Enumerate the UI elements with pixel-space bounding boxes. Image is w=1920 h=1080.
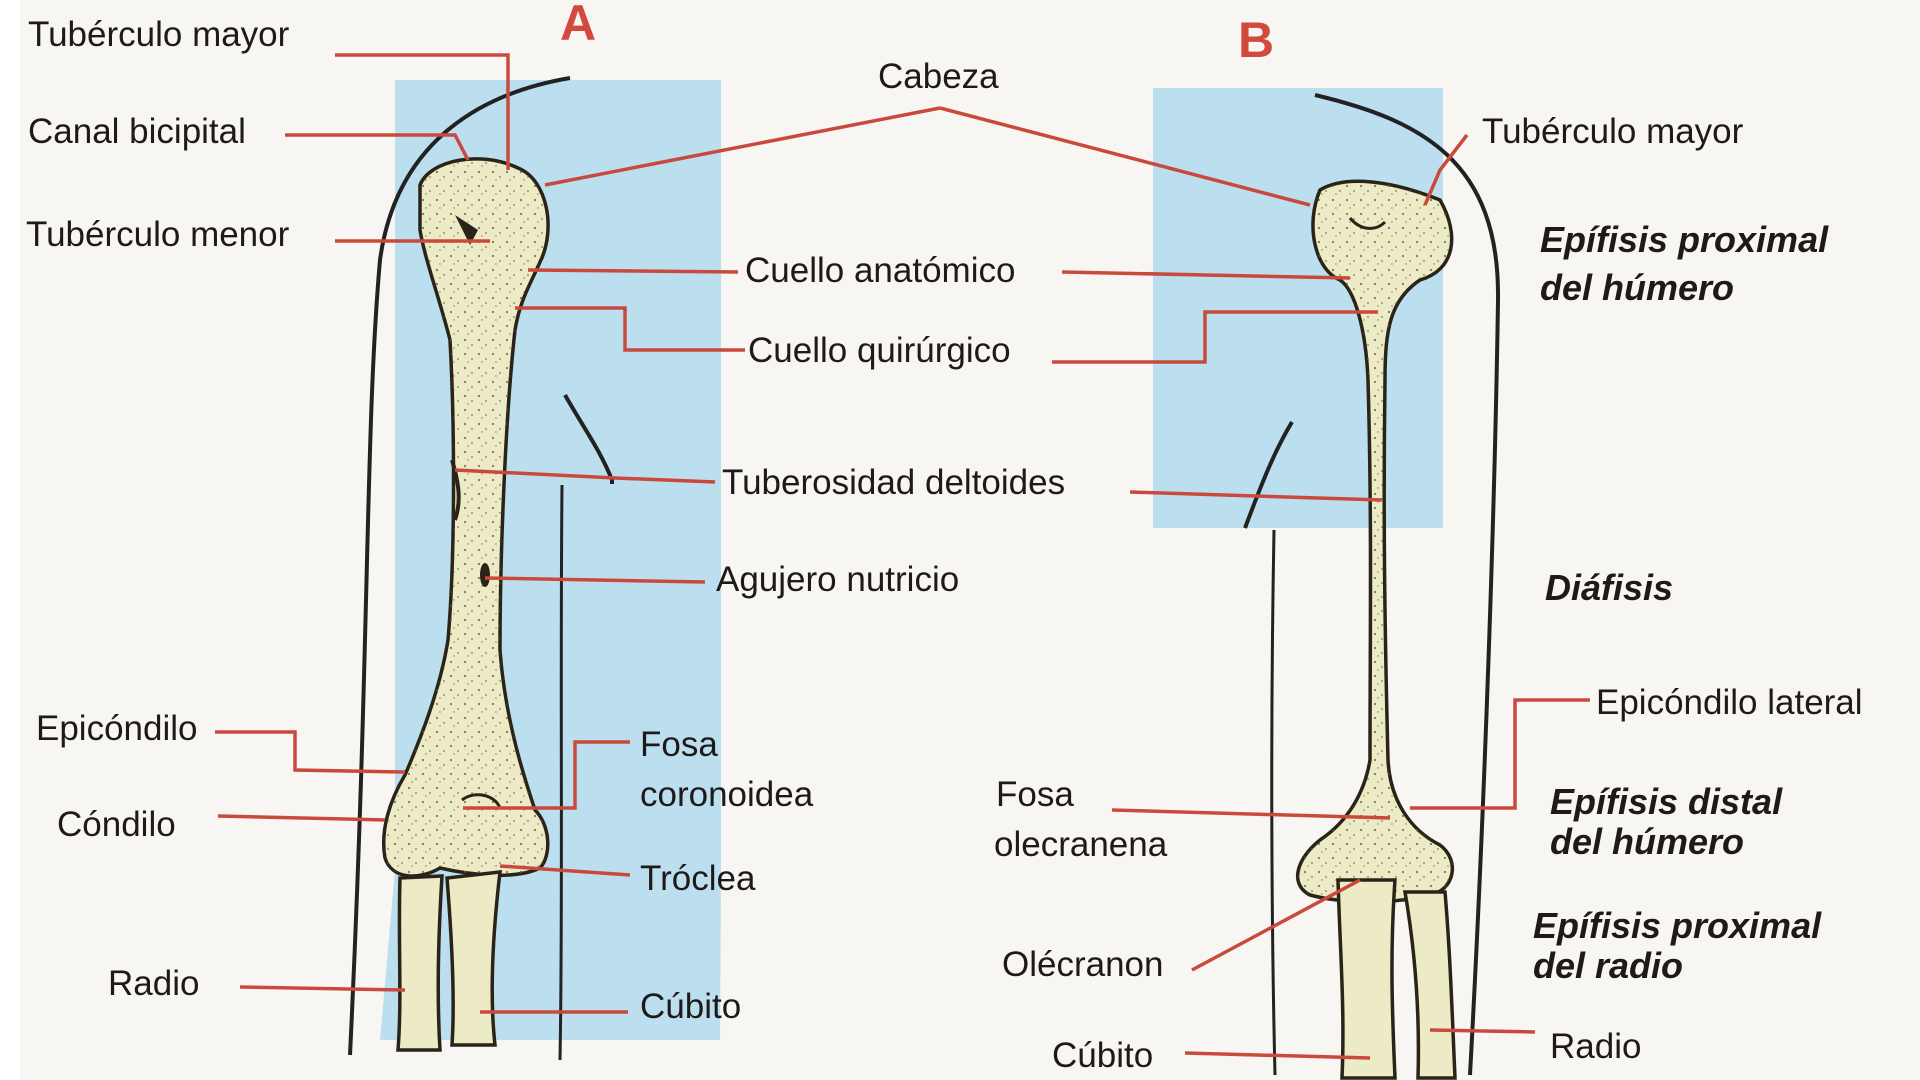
leader-cabeza-a (544, 106, 941, 187)
region-epifisis-proximal-humero-line1: Epífisis proximal (1540, 219, 1829, 260)
label-epicondilo-lateral: Epicóndilo lateral (1596, 683, 1863, 722)
leader-tuberculo-mayor-b (1423, 133, 1469, 206)
panel-label-a: A (560, 0, 596, 51)
region-diafisis: Diáfisis (1545, 567, 1673, 608)
arm-edge-b (1270, 529, 1277, 1076)
panel-a (348, 76, 721, 1061)
leader-tuberosidad-deltoides-b (1129, 490, 1383, 502)
region-epifisis-distal-humero-line2: del húmero (1550, 821, 1744, 862)
label-fosa-olecranena-line2: olecranena (994, 825, 1168, 864)
leader-agujero-nutricio (484, 576, 706, 584)
leader-epicondilo (215, 730, 406, 774)
humerus-a-stipple (383, 158, 549, 877)
region-epifisis-proximal-radio-line1: Epífisis proximal (1533, 905, 1822, 946)
label-cuello-anatomico: Cuello anatómico (745, 251, 1015, 290)
ulna-a (445, 870, 502, 1047)
label-tuberculo-mayor-b: Tubérculo mayor (1482, 112, 1744, 151)
deltoid-mark (450, 459, 461, 521)
leader-cabeza-b (939, 106, 1311, 207)
region-epifisis-proximal-humero-line2: del húmero (1540, 267, 1734, 308)
label-fosa-coronoidea-line1: Fosa (640, 725, 718, 764)
leader-olecranon (1191, 878, 1361, 972)
label-tuberosidad-deltoides: Tuberosidad deltoides (722, 463, 1065, 502)
leader-epicondilo-lateral (1410, 698, 1590, 810)
leader-cuello-anatomico-b (1061, 270, 1351, 280)
panel-b (1153, 88, 1501, 1080)
label-epicondilo: Epicóndilo (36, 709, 198, 748)
leader-tuberosidad-deltoides-a (454, 468, 716, 484)
label-olecranon: Olécranon (1002, 945, 1163, 984)
leader-cuello-anatomico-a (527, 268, 739, 274)
leader-radio-a (239, 985, 406, 992)
label-cubito-a: Cúbito (640, 987, 741, 1026)
leader-fosa-olecranena (1111, 808, 1391, 820)
leader-radio-b (1429, 1028, 1536, 1034)
leader-troclea (499, 864, 631, 877)
label-canal-bicipital: Canal bicipital (28, 112, 246, 151)
nutrient-foramen-mark (480, 563, 490, 587)
panel-label-b: B (1238, 12, 1274, 68)
arm-shading-b (1153, 88, 1443, 528)
region-epifisis-proximal-radio-line2: del radio (1533, 945, 1683, 986)
label-troclea: Tróclea (640, 859, 756, 898)
region-epifisis-distal-humero-line1: Epífisis distal (1550, 781, 1783, 822)
label-agujero-nutricio: Agujero nutricio (716, 560, 959, 599)
leader-canal-bicipital (285, 133, 470, 161)
label-cabeza: Cabeza (878, 57, 999, 96)
left-margin (0, 0, 20, 1080)
label-tuberculo-mayor-a: Tubérculo mayor (28, 15, 290, 54)
leader-condilo (217, 814, 386, 822)
coronoid-fossa-mark (461, 793, 502, 809)
leader-fosa-coronoidea (463, 740, 630, 810)
bicipital-groove-mark (455, 215, 478, 245)
label-condilo: Cóndilo (57, 805, 176, 844)
humeral-head-mark (1348, 216, 1387, 230)
leader-cuello-quirurgico-b (1052, 310, 1378, 364)
arm-edge-a (558, 484, 564, 1061)
ulna-b (1336, 878, 1397, 1080)
leader-cuello-quirurgico-a (515, 306, 745, 352)
arm-fold-b (1243, 420, 1294, 529)
radius-a (396, 874, 444, 1052)
label-tuberculo-menor: Tubérculo menor (26, 215, 290, 254)
humerus-b-stipple (1297, 181, 1453, 902)
label-fosa-coronoidea-line2: coronoidea (640, 775, 814, 814)
label-radio-a: Radio (108, 964, 199, 1003)
leader-lines (215, 53, 1590, 1060)
leader-cubito-b (1184, 1051, 1371, 1060)
label-cuello-quirurgico: Cuello quirúrgico (748, 331, 1011, 370)
arm-outline-b (1314, 93, 1501, 1076)
label-cubito-b: Cúbito (1052, 1036, 1153, 1075)
leader-tuberculo-mayor-a (335, 53, 510, 170)
label-radio-b: Radio (1550, 1027, 1641, 1066)
label-fosa-olecranena-line1: Fosa (996, 775, 1074, 814)
